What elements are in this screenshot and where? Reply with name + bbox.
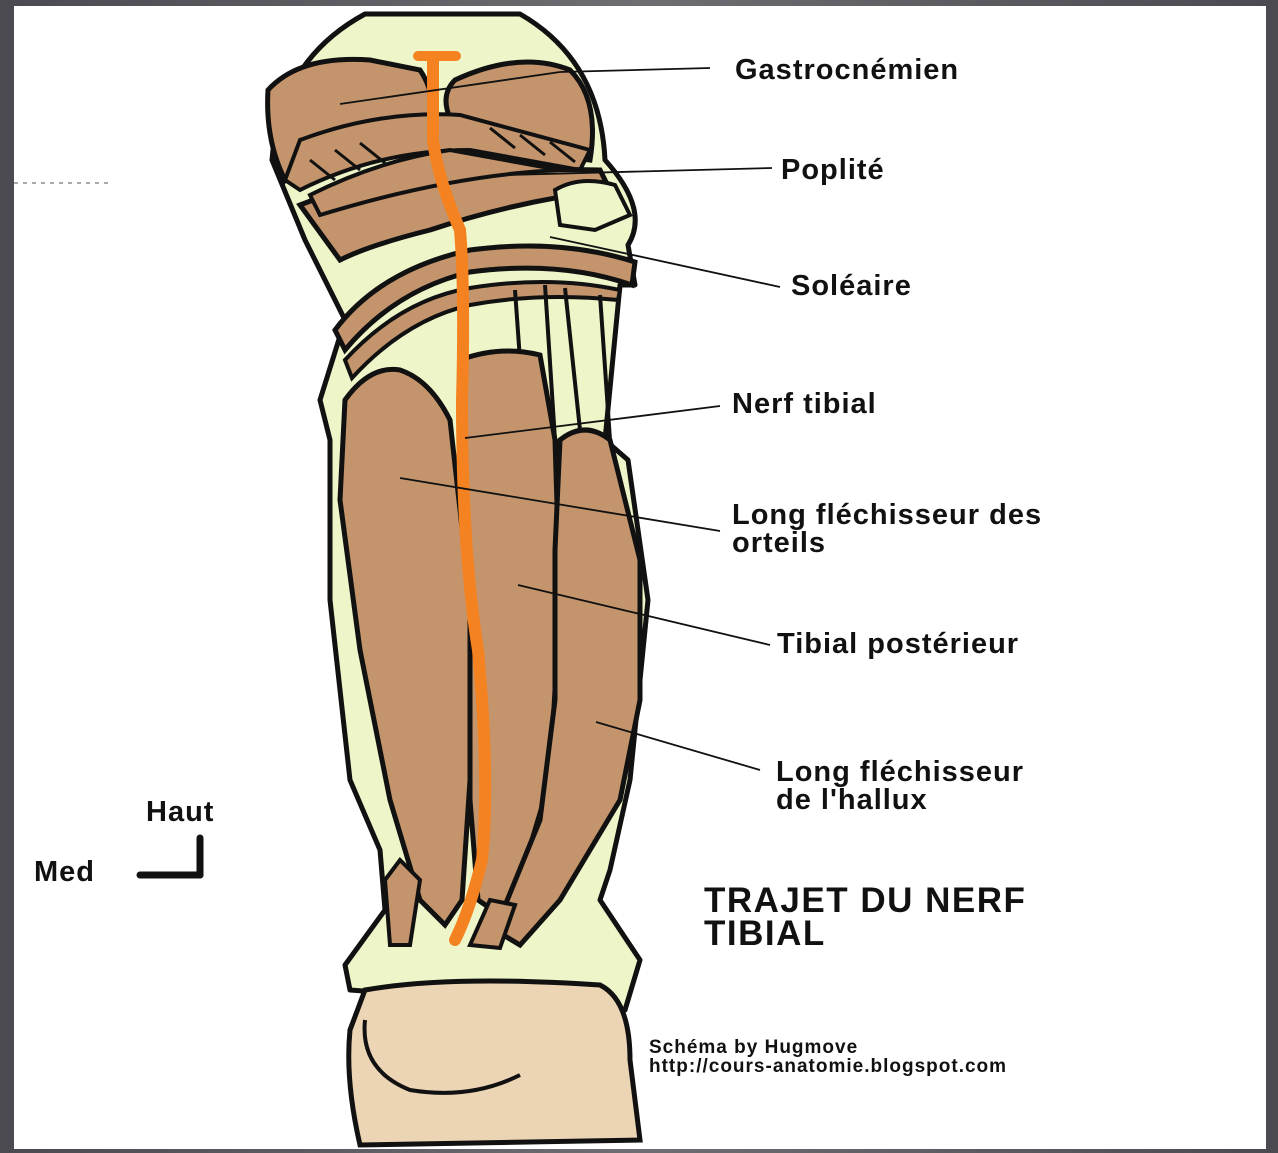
credit-url: http://cours-anatomie.blogspot.com: [649, 1057, 1007, 1076]
label-long-flechisseur-hallux: Long fléchisseur de l'hallux: [776, 758, 1024, 814]
diagram-title: TRAJET DU NERF TIBIAL: [704, 884, 1224, 950]
label-long-flechisseur-orteils: Long fléchisseur des orteils: [732, 501, 1042, 557]
credit-block: Schéma by Hugmove http://cours-anatomie.…: [649, 1038, 1007, 1076]
orientation-indicator: [140, 838, 200, 875]
flexor-digitorum-longus-muscle: [340, 369, 470, 925]
leg-illustration: [14, 6, 1266, 1149]
label-gastrocnemien: Gastrocnémien: [735, 56, 959, 84]
diagram-canvas: Gastrocnémien Poplité Soléaire Nerf tibi…: [14, 6, 1266, 1149]
label-line: orteils: [732, 529, 1042, 557]
label-soleaire: Soléaire: [791, 272, 912, 300]
orientation-up-label: Haut: [146, 798, 214, 826]
label-line: Long fléchisseur des: [732, 501, 1042, 529]
label-tibial-posterieur: Tibial postérieur: [777, 630, 1019, 658]
label-nerf-tibial: Nerf tibial: [732, 390, 877, 418]
label-poplite: Poplité: [781, 156, 885, 184]
label-line: Long fléchisseur: [776, 758, 1024, 786]
label-line: de l'hallux: [776, 786, 1024, 814]
title-line: TIBIAL: [704, 917, 1224, 950]
calcaneus-heel: [349, 981, 640, 1145]
title-line: TRAJET DU NERF: [704, 884, 1224, 917]
orientation-medial-label: Med: [34, 858, 95, 886]
credit-author: Schéma by Hugmove: [649, 1038, 1007, 1057]
